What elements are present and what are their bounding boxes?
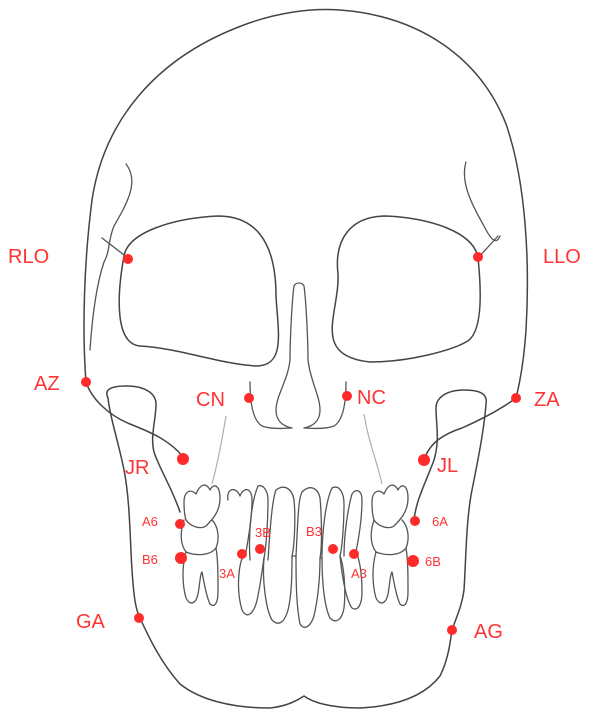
right-brow-tick (102, 238, 128, 258)
landmark-points (81, 252, 521, 635)
upper-front-teeth (228, 486, 362, 560)
right-zygomatic-arch (86, 382, 184, 458)
label-b6: B6 (142, 552, 158, 567)
llo-point (473, 252, 483, 262)
label-az: AZ (34, 373, 60, 395)
nc-point (342, 391, 352, 401)
ag-point (447, 625, 457, 635)
label-ag: AG (474, 621, 503, 643)
label-jl: JL (437, 455, 458, 477)
rlo-point (123, 254, 133, 264)
label-nc: NC (357, 387, 386, 409)
jr-point (177, 453, 189, 465)
label-ga: GA (76, 611, 106, 633)
cn-point (244, 393, 254, 403)
label-3a: 3A (219, 566, 235, 581)
label-llo: LLO (543, 246, 581, 268)
label-cn: CN (196, 389, 225, 411)
a3-point (349, 549, 359, 559)
left-ramus (414, 390, 486, 630)
label-za: ZA (534, 389, 560, 411)
label-6a: 6A (432, 514, 448, 529)
left-canine-guide (364, 414, 382, 484)
left-orbit (332, 216, 480, 362)
label-a3: A3 (351, 566, 367, 581)
three-b-point (255, 544, 265, 554)
az-point (81, 377, 91, 387)
three-a-point (237, 549, 247, 559)
label-a6: A6 (142, 514, 158, 529)
left-molars (371, 485, 408, 605)
label-rlo: RLO (8, 246, 49, 268)
cranium-outline (84, 10, 527, 398)
ga-point (134, 613, 144, 623)
b6-point (175, 552, 187, 564)
b3-point (328, 544, 338, 554)
label-3b: 3B (255, 525, 271, 540)
right-molars (181, 485, 220, 605)
label-b3: B3 (306, 524, 322, 539)
six-a-point (410, 516, 420, 526)
six-b-point (407, 555, 419, 567)
right-ramus (107, 386, 180, 618)
nasal-aperture (250, 382, 346, 429)
right-orbit (119, 216, 278, 366)
nasal-bridge (276, 283, 320, 428)
right-canine-guide (212, 416, 226, 484)
za-point (511, 393, 521, 403)
jl-point (418, 454, 430, 466)
label-6b: 6B (425, 554, 441, 569)
a6-point (175, 519, 185, 529)
left-temporal-line (464, 162, 500, 241)
lower-front-teeth (239, 552, 362, 627)
mandible (140, 618, 452, 708)
label-jr: JR (125, 457, 149, 479)
